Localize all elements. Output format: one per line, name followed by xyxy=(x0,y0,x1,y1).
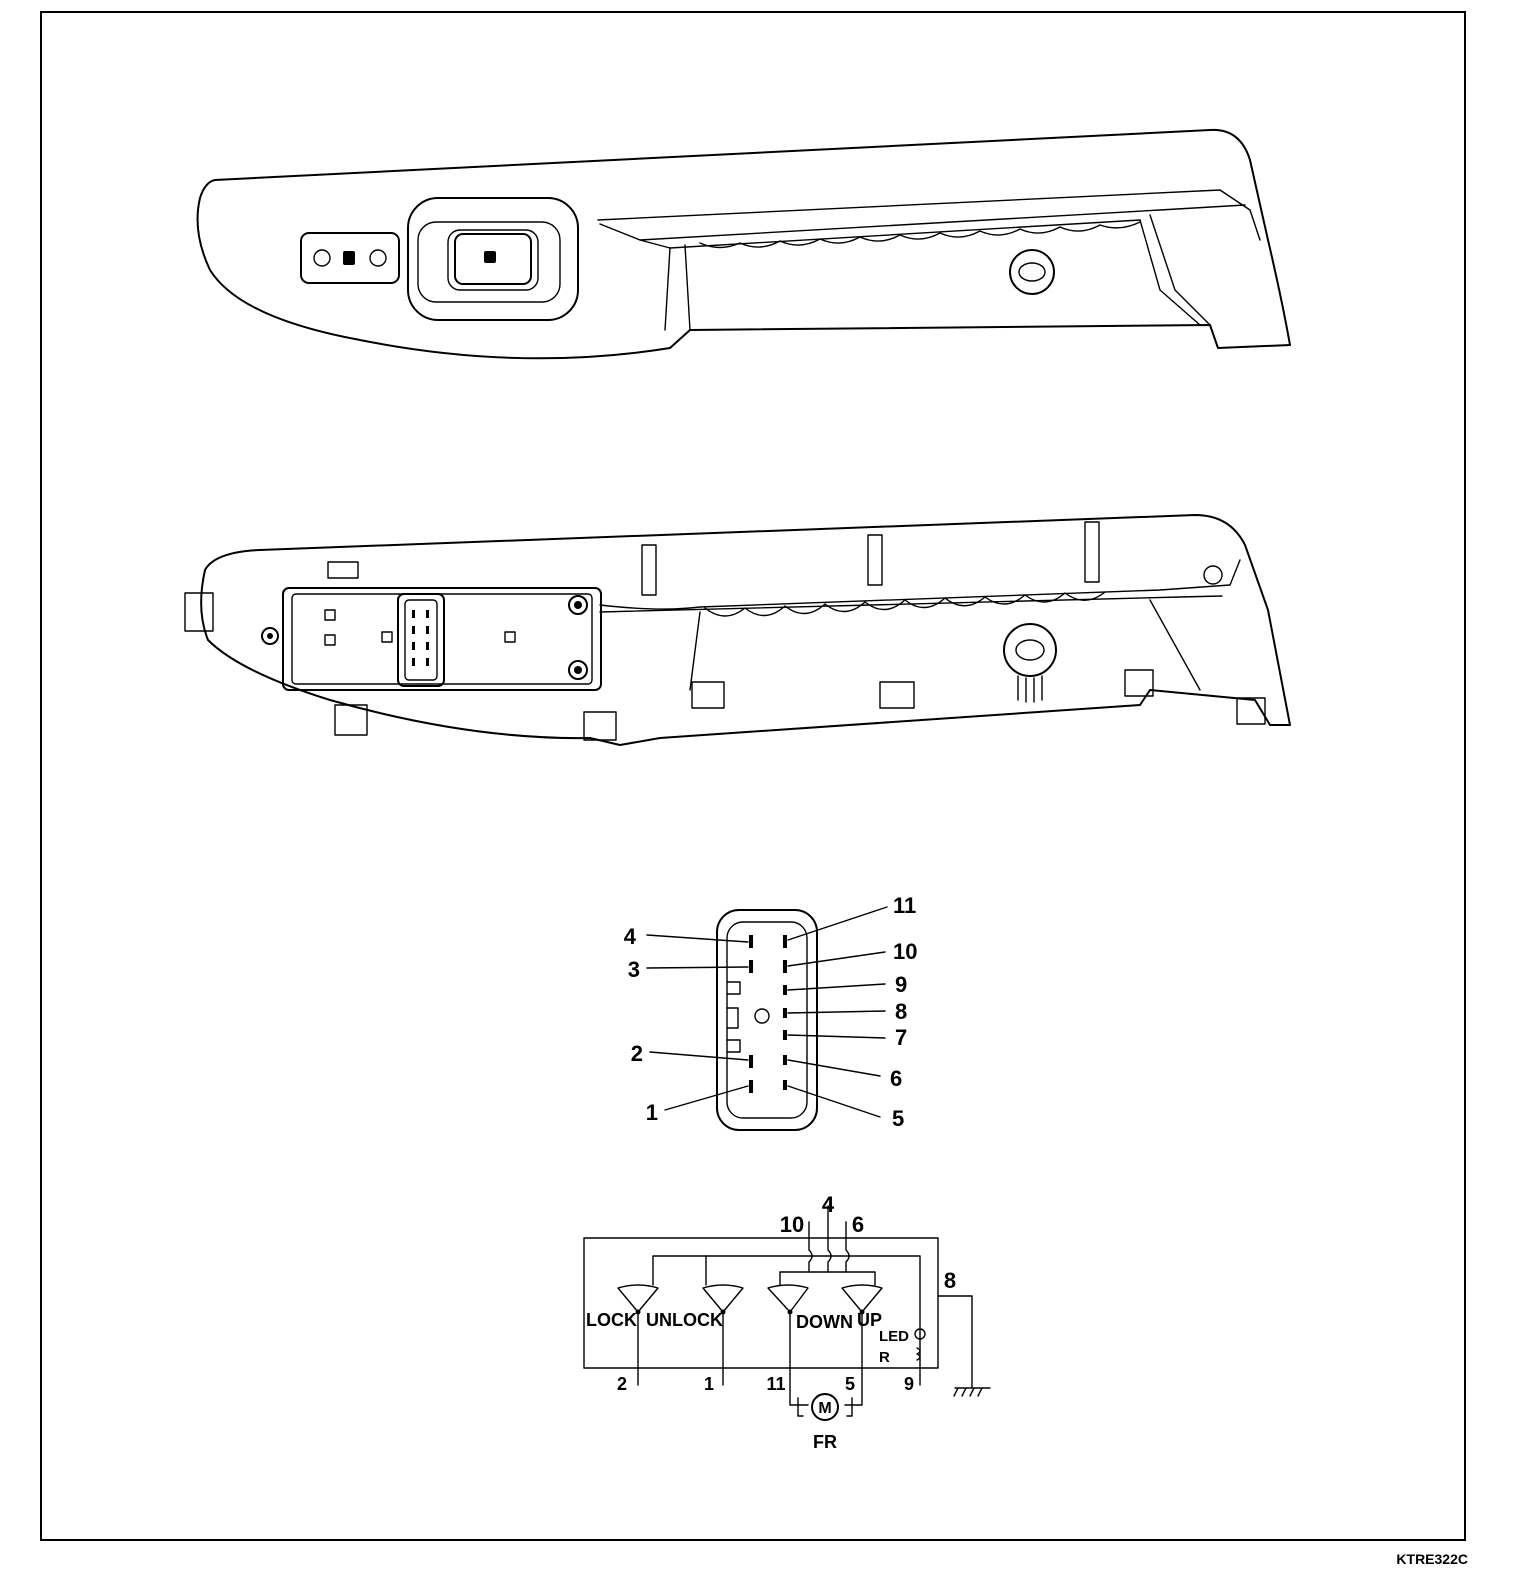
pin-label-1: 1 xyxy=(646,1100,658,1125)
pin-label-8: 8 xyxy=(895,999,907,1024)
terminal-8: 8 xyxy=(944,1268,956,1293)
motor-symbol xyxy=(811,1393,839,1421)
terminal-9: 9 xyxy=(904,1374,914,1394)
pin-label-10: 10 xyxy=(893,939,917,964)
pin-label-9: 9 xyxy=(895,972,907,997)
pin-label-5: 5 xyxy=(892,1106,904,1131)
switch-box xyxy=(583,1237,939,1369)
pin-label-7: 7 xyxy=(895,1025,907,1050)
label-up: UP xyxy=(857,1310,882,1330)
motor-letter: M xyxy=(818,1400,831,1417)
figure-code: KTRE322C xyxy=(1396,1551,1468,1567)
terminal-1: 1 xyxy=(704,1374,714,1394)
terminal-2: 2 xyxy=(617,1374,627,1394)
pin-label-2: 2 xyxy=(631,1041,643,1066)
label-lock: LOCK xyxy=(586,1310,637,1330)
switch-panel-top-view xyxy=(196,128,1291,360)
label-led: LED xyxy=(879,1328,909,1345)
circuit-schematic: M FR 10 4 6 8 2 1 11 5 9 LOCK UNLOCK DOW… xyxy=(583,1192,991,1452)
figure-frame xyxy=(40,11,1466,1541)
label-down: DOWN xyxy=(796,1312,853,1332)
pin-label-4: 4 xyxy=(624,924,637,949)
terminal-6: 6 xyxy=(852,1212,864,1237)
terminal-5: 5 xyxy=(845,1374,855,1394)
connector-pinout: 4 3 2 1 11 10 9 8 7 6 5 xyxy=(624,893,917,1131)
pin-label-3: 3 xyxy=(628,957,640,982)
label-r: R xyxy=(879,1349,890,1366)
terminal-10: 10 xyxy=(780,1212,804,1237)
terminal-11: 11 xyxy=(766,1374,785,1394)
connector-outline xyxy=(716,909,818,1131)
pin-label-6: 6 xyxy=(890,1066,902,1091)
pin-label-11: 11 xyxy=(893,893,916,918)
terminal-4: 4 xyxy=(822,1192,835,1217)
motor-label: FR xyxy=(813,1432,837,1452)
switch-panel-bottom-view xyxy=(184,514,1291,746)
label-unlock: UNLOCK xyxy=(646,1310,723,1330)
